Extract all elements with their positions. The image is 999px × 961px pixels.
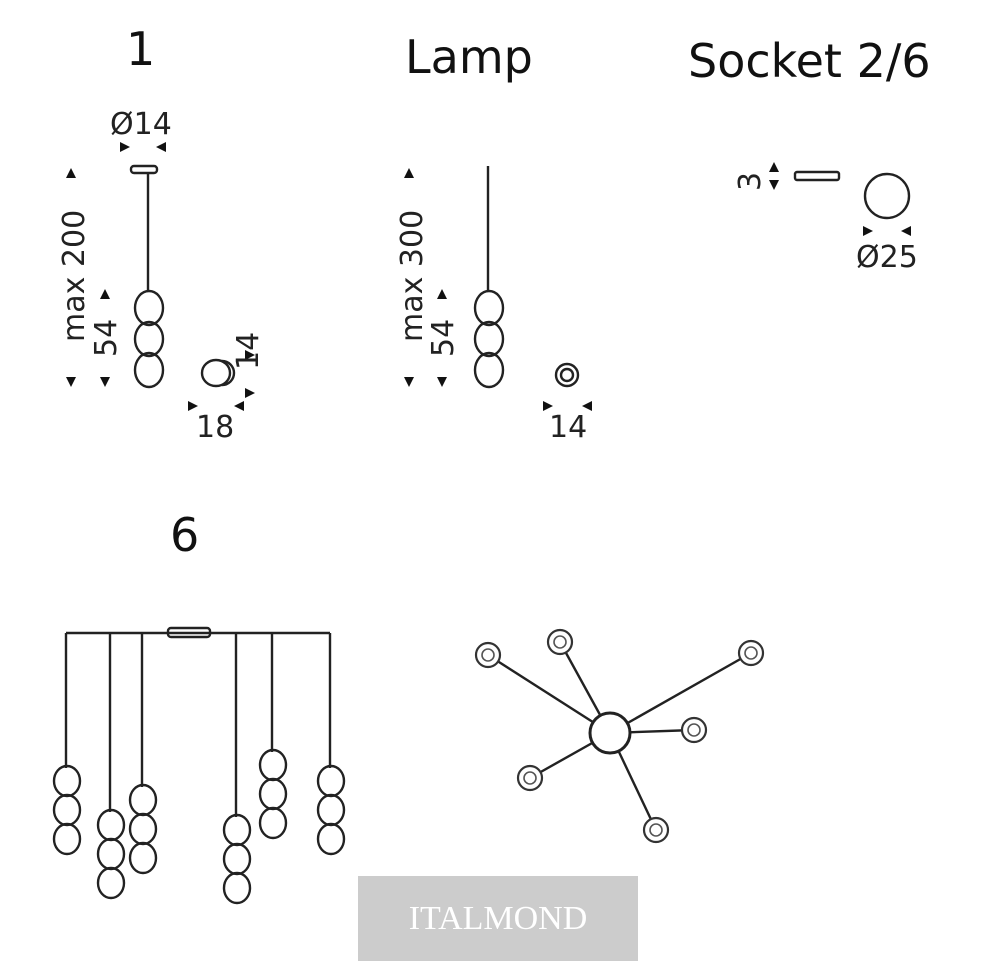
arrow-icon bbox=[437, 289, 447, 299]
arrow-icon bbox=[188, 401, 198, 411]
glass-bead bbox=[52, 793, 82, 827]
glass-bead bbox=[52, 764, 82, 798]
arrow-icon bbox=[543, 401, 553, 411]
single-height-dim: max 200 bbox=[57, 210, 92, 342]
glass-bead bbox=[473, 351, 505, 389]
arrow-icon bbox=[437, 377, 447, 387]
arrow-icon bbox=[100, 289, 110, 299]
lamp-glass-dim: 54 bbox=[426, 319, 461, 357]
single-top-w-dim: 18 bbox=[196, 410, 234, 445]
arrow-icon bbox=[120, 142, 130, 152]
socket-dia-dim: Ø25 bbox=[856, 240, 918, 275]
top-view-lamp bbox=[546, 628, 574, 656]
glass-bead bbox=[258, 748, 288, 782]
socket-thick-dim: 3 bbox=[733, 172, 768, 191]
six-canopy-center bbox=[166, 626, 212, 639]
arrow-icon bbox=[245, 350, 255, 360]
lamp-height-dim: max 300 bbox=[395, 210, 430, 342]
arrow-icon bbox=[100, 377, 110, 387]
socket-drawing: 3 Ø25 bbox=[733, 162, 918, 275]
glass-bead bbox=[52, 822, 82, 856]
glass-bead bbox=[133, 351, 165, 389]
title-single: 1 bbox=[126, 22, 156, 76]
glass-bead bbox=[96, 866, 126, 900]
arrow-icon bbox=[863, 226, 873, 236]
glass-bead bbox=[128, 812, 158, 846]
six-pendant-top-drawing bbox=[474, 628, 765, 844]
top-view-lamp bbox=[737, 639, 765, 667]
lamp-top-view bbox=[554, 362, 580, 388]
top-view-cable bbox=[609, 651, 752, 735]
lamp-top-dim: 14 bbox=[549, 410, 587, 445]
italmond-watermark: ITALMOND bbox=[358, 876, 638, 961]
single-canopy bbox=[129, 164, 159, 175]
arrow-icon bbox=[582, 401, 592, 411]
arrow-icon bbox=[234, 401, 244, 411]
lamp-top-inner bbox=[559, 367, 575, 383]
lamp-drawing: max 300 54 14 bbox=[395, 166, 592, 445]
glass-bead bbox=[222, 842, 252, 876]
glass-bead bbox=[316, 764, 346, 798]
arrow-icon bbox=[769, 162, 779, 172]
watermark-text: ITALMOND bbox=[408, 899, 588, 937]
glass-bead bbox=[473, 289, 505, 327]
arrow-icon bbox=[156, 142, 166, 152]
glass-bead bbox=[258, 777, 288, 811]
single-canopy-dim: Ø14 bbox=[110, 107, 172, 142]
glass-bead bbox=[258, 806, 288, 840]
glass-bead bbox=[96, 837, 126, 871]
arrow-icon bbox=[901, 226, 911, 236]
glass-bead bbox=[473, 320, 505, 358]
arrow-icon bbox=[245, 388, 255, 398]
arrow-icon bbox=[404, 168, 414, 178]
top-view-lamp bbox=[680, 716, 708, 744]
glass-bead bbox=[96, 808, 126, 842]
title-lamp: Lamp bbox=[405, 30, 533, 84]
six-pendant-front-drawing bbox=[52, 626, 346, 905]
glass-bead bbox=[128, 841, 158, 875]
top-view-lamp bbox=[516, 764, 544, 792]
arrow-icon bbox=[66, 377, 76, 387]
socket-top-view bbox=[863, 172, 911, 220]
glass-bead bbox=[133, 289, 165, 327]
title-six: 6 bbox=[170, 508, 200, 562]
top-view-canopy bbox=[588, 711, 632, 755]
single-pendant-drawing: Ø14 max 200 54 14 18 bbox=[57, 107, 266, 445]
arrow-icon bbox=[66, 168, 76, 178]
glass-bead bbox=[316, 793, 346, 827]
title-socket: Socket 2/6 bbox=[688, 34, 931, 88]
glass-bead bbox=[316, 822, 346, 856]
single-top-view bbox=[200, 358, 232, 388]
glass-bead bbox=[222, 813, 252, 847]
top-view-cable bbox=[487, 653, 611, 735]
arrow-icon bbox=[769, 180, 779, 190]
glass-bead bbox=[222, 871, 252, 905]
single-top-detail bbox=[221, 359, 236, 387]
single-top-h-dim: 14 bbox=[231, 332, 266, 370]
single-glass-dim: 54 bbox=[89, 319, 124, 357]
top-view-lamp bbox=[474, 641, 502, 669]
arrow-icon bbox=[404, 377, 414, 387]
top-view-lamp bbox=[642, 816, 670, 844]
glass-bead bbox=[128, 783, 158, 817]
socket-side-view bbox=[793, 170, 841, 182]
glass-bead bbox=[133, 320, 165, 358]
